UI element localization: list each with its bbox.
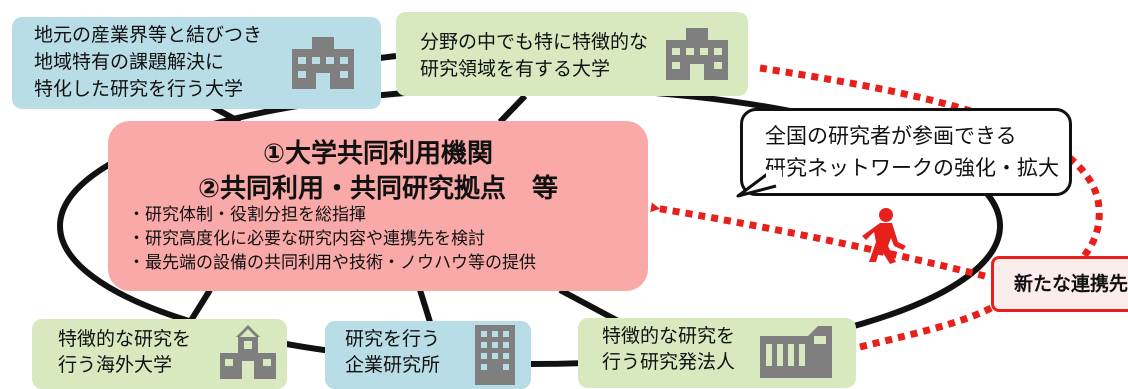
walking-person-icon bbox=[862, 208, 906, 264]
school-icon bbox=[220, 325, 276, 379]
spoke-top-link bbox=[379, 53, 397, 61]
building-icon bbox=[666, 28, 728, 80]
dotted-arrow-to-core bbox=[650, 202, 986, 280]
corporate-lab-line-1: 研究を行う bbox=[345, 328, 441, 350]
core-title-line-1: ①大学共同利用機関 bbox=[262, 139, 493, 169]
core-title-line-2: ②共同利用・共同研究拠点 等 bbox=[197, 174, 558, 204]
factory-icon bbox=[760, 326, 832, 378]
spoke-bottom-left bbox=[187, 288, 213, 324]
research-agency-line-2: 行う研究発法人 bbox=[602, 351, 736, 373]
core-institution-box: ①大学共同利用機関 ②共同利用・共同研究拠点 等 ・研究体制・役割分担を総指揮 … bbox=[108, 121, 648, 291]
core-bullet-item: ・研究体制・役割分担を総指揮 bbox=[128, 205, 366, 225]
regional-university-box: 地元の産業界等と結びつき 地域特有の課題解決に 特化した研究を行う大学 bbox=[12, 17, 381, 109]
specialized-university-line-2: 研究領域を有する大学 bbox=[420, 58, 611, 80]
overseas-university-box: 特徴的な研究を 行う海外大学 bbox=[32, 319, 287, 389]
network-diagram: 地元の産業界等と結びつき 地域特有の課題解決に 特化した研究を行う大学 分野の中… bbox=[12, 12, 1128, 389]
spoke-bottom-center bbox=[417, 289, 433, 323]
core-bullet-item: ・最先端の設備の共同利用や技術・ノウハウ等の提供 bbox=[128, 253, 536, 273]
research-agency-line-1: 特徴的な研究を bbox=[602, 325, 736, 347]
regional-university-line-3: 特化した研究を行う大学 bbox=[34, 78, 244, 100]
research-agency-box: 特徴的な研究を 行う研究発法人 bbox=[578, 318, 856, 388]
spoke-bottom-right bbox=[558, 287, 622, 325]
core-bullet-list: ・研究体制・役割分担を総指揮 ・研究高度化に必要な研究内容や連携先を検討 ・最先… bbox=[128, 203, 536, 275]
building-icon bbox=[292, 37, 354, 89]
callout-line-2: 研究ネットワークの強化・拡大 bbox=[765, 156, 1059, 180]
corporate-lab-line-2: 企業研究所 bbox=[345, 354, 441, 376]
callout-line-1: 全国の研究者が参画できる bbox=[765, 124, 1017, 148]
specialized-university-line-1: 分野の中でも特に特徴的な bbox=[420, 31, 649, 53]
spoke-top-center bbox=[497, 93, 528, 125]
overseas-university-line-1: 特徴的な研究を bbox=[58, 328, 192, 350]
network-callout: 全国の研究者が参画できる 研究ネットワークの強化・拡大 bbox=[740, 108, 1072, 196]
core-bullet-item: ・研究高度化に必要な研究内容や連携先を検討 bbox=[128, 229, 485, 249]
new-partner-label: 新たな連携先 bbox=[1014, 273, 1128, 295]
regional-university-line-2: 地域特有の課題解決に bbox=[34, 51, 225, 73]
callout-tail bbox=[736, 170, 777, 198]
specialized-university-box: 分野の中でも特に特徴的な 研究領域を有する大学 bbox=[396, 12, 748, 96]
corporate-lab-box: 研究を行う 企業研究所 bbox=[325, 321, 531, 389]
office-tower-icon bbox=[475, 325, 515, 385]
new-partner-box: 新たな連携先 bbox=[991, 256, 1128, 312]
overseas-university-line-2: 行う海外大学 bbox=[58, 354, 173, 376]
regional-university-line-1: 地元の産業界等と結びつき bbox=[34, 24, 263, 46]
